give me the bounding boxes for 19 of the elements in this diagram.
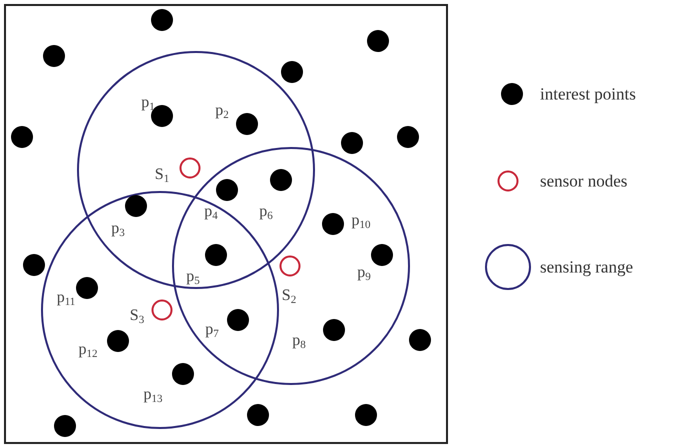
point-label: S$_{3}$	[130, 308, 144, 326]
point-label: p$_{10}$	[352, 213, 370, 231]
point-label: p$_{8}$	[292, 333, 306, 351]
point-label: S$_{2}$	[282, 288, 296, 306]
point-label: p$_{11}$	[56, 290, 76, 308]
point-label: p$_{1}$	[141, 95, 155, 113]
point-label: p$_{5}$	[186, 269, 200, 287]
point-label: p$_{2}$	[215, 103, 229, 121]
legend-label: interest points	[540, 86, 636, 102]
point-label: p$_{3}$	[111, 221, 125, 239]
point-label: p$_{12}$	[78, 342, 98, 360]
legend-label: sensor nodes	[540, 172, 628, 190]
point-label: p$_{7}$	[205, 322, 219, 340]
legend-label: sensing range	[540, 258, 634, 276]
point-label: p$_{4}$	[204, 204, 218, 222]
point-label: S$_{1}$	[154, 167, 170, 185]
point-label: p$_{13}$	[144, 387, 162, 405]
point-label: p$_{9}$	[357, 265, 371, 283]
point-label: p$_{6}$	[259, 204, 273, 222]
